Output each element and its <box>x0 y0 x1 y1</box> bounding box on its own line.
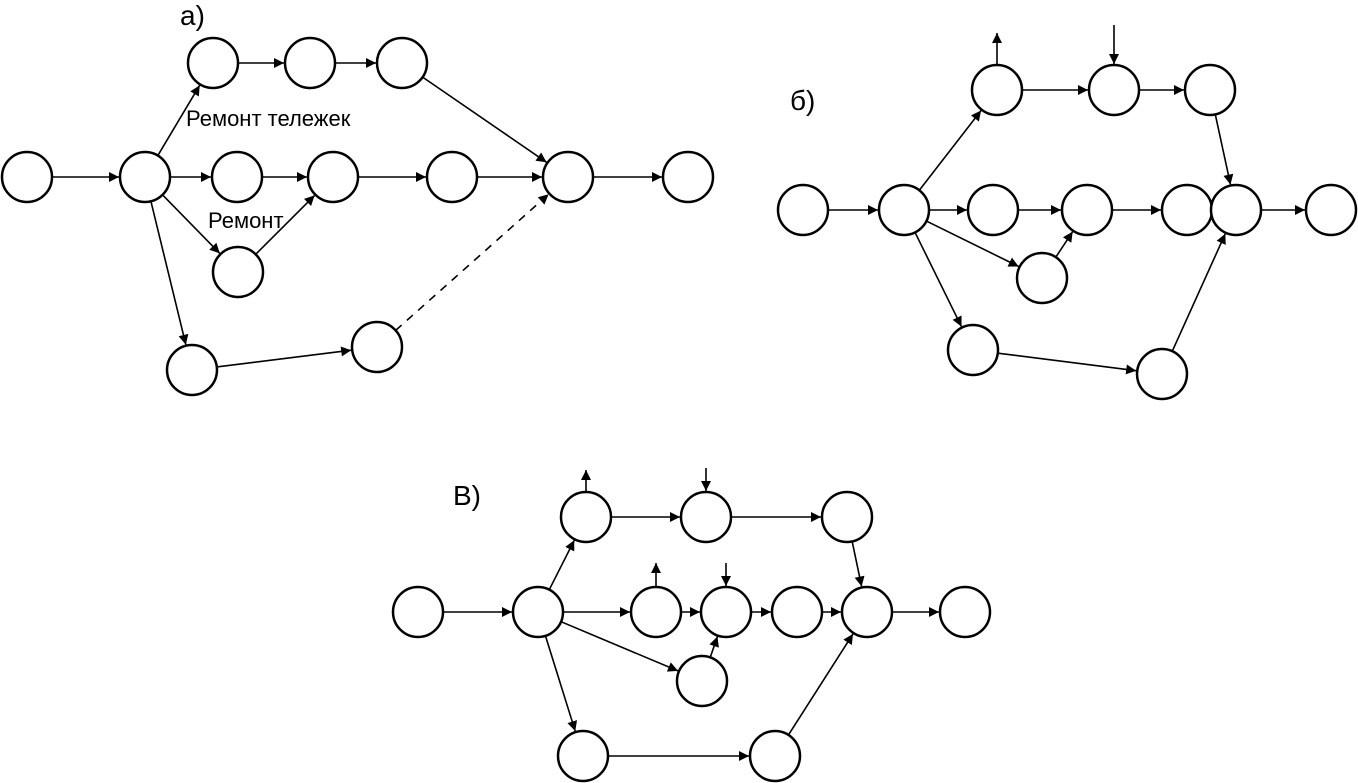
node-b2 <box>877 183 931 237</box>
node-b11 <box>1015 251 1069 305</box>
edge-a11-a7 <box>255 194 316 255</box>
node-a13 <box>350 320 404 374</box>
node-c6 <box>629 585 683 639</box>
node-b1 <box>776 183 830 237</box>
node-b10 <box>1304 183 1358 237</box>
edge-c2-c12 <box>544 635 578 732</box>
node-a5 <box>375 36 429 90</box>
edge-c2-c11 <box>560 620 679 672</box>
node-c12 <box>556 729 610 783</box>
edge-b2-b3 <box>918 110 982 191</box>
edge-c11-c7 <box>709 636 719 658</box>
edge-a5-a9 <box>422 76 548 163</box>
node-c9 <box>840 585 894 639</box>
node-a3 <box>186 36 240 90</box>
node-b8 <box>1160 183 1214 237</box>
node-b4 <box>1087 63 1141 117</box>
edge-b5-b9 <box>1214 114 1234 185</box>
edge-b2-b12 <box>914 232 963 328</box>
node-a4 <box>283 36 337 90</box>
nodes-layer <box>0 36 1358 783</box>
node-c7 <box>699 585 753 639</box>
node-a11 <box>211 245 265 299</box>
node-a6 <box>210 150 264 204</box>
node-a10 <box>661 150 715 204</box>
node-c2 <box>511 585 565 639</box>
node-c5 <box>820 490 874 544</box>
edge-b2-b11 <box>926 220 1020 268</box>
node-b13 <box>1135 347 1189 401</box>
node-a2 <box>118 150 172 204</box>
node-a12 <box>165 343 219 397</box>
edges-layer <box>52 25 1305 761</box>
node-c11 <box>675 654 729 708</box>
edge-b12-b13 <box>997 352 1137 375</box>
node-c13 <box>748 729 802 783</box>
node-c4 <box>679 490 733 544</box>
node-b7 <box>1060 183 1114 237</box>
repair-label: Ремонт <box>208 208 284 233</box>
edge-a2-a12 <box>150 201 189 345</box>
edge-a2-a11 <box>161 194 221 254</box>
node-c1 <box>391 585 445 639</box>
edge-c5-c9 <box>851 541 865 587</box>
edge-a13-a9 <box>395 193 550 331</box>
node-a8 <box>425 150 479 204</box>
node-c3 <box>559 490 613 544</box>
node-a1 <box>0 150 54 204</box>
edge-a12-a13 <box>216 346 352 368</box>
edge-c2-c3 <box>548 539 575 591</box>
edge-b11-b7 <box>1055 231 1074 258</box>
edge-b13-b9 <box>1171 233 1227 352</box>
node-c8 <box>770 585 824 639</box>
node-b12 <box>946 323 1000 377</box>
node-a7 <box>306 150 360 204</box>
node-b6 <box>966 183 1020 237</box>
node-a9 <box>541 150 595 204</box>
panel-b-label: б) <box>790 85 815 116</box>
panel-a-label: а) <box>180 0 205 31</box>
node-c10 <box>938 585 992 639</box>
edge-c13-c9 <box>787 633 854 736</box>
panel-c-label: В) <box>453 480 481 511</box>
node-b9 <box>1209 183 1263 237</box>
repair-bogies-label: Ремонт тележек <box>186 106 351 131</box>
node-b5 <box>1183 63 1237 117</box>
edge-a2-a3 <box>157 84 201 156</box>
node-b3 <box>970 63 1024 117</box>
